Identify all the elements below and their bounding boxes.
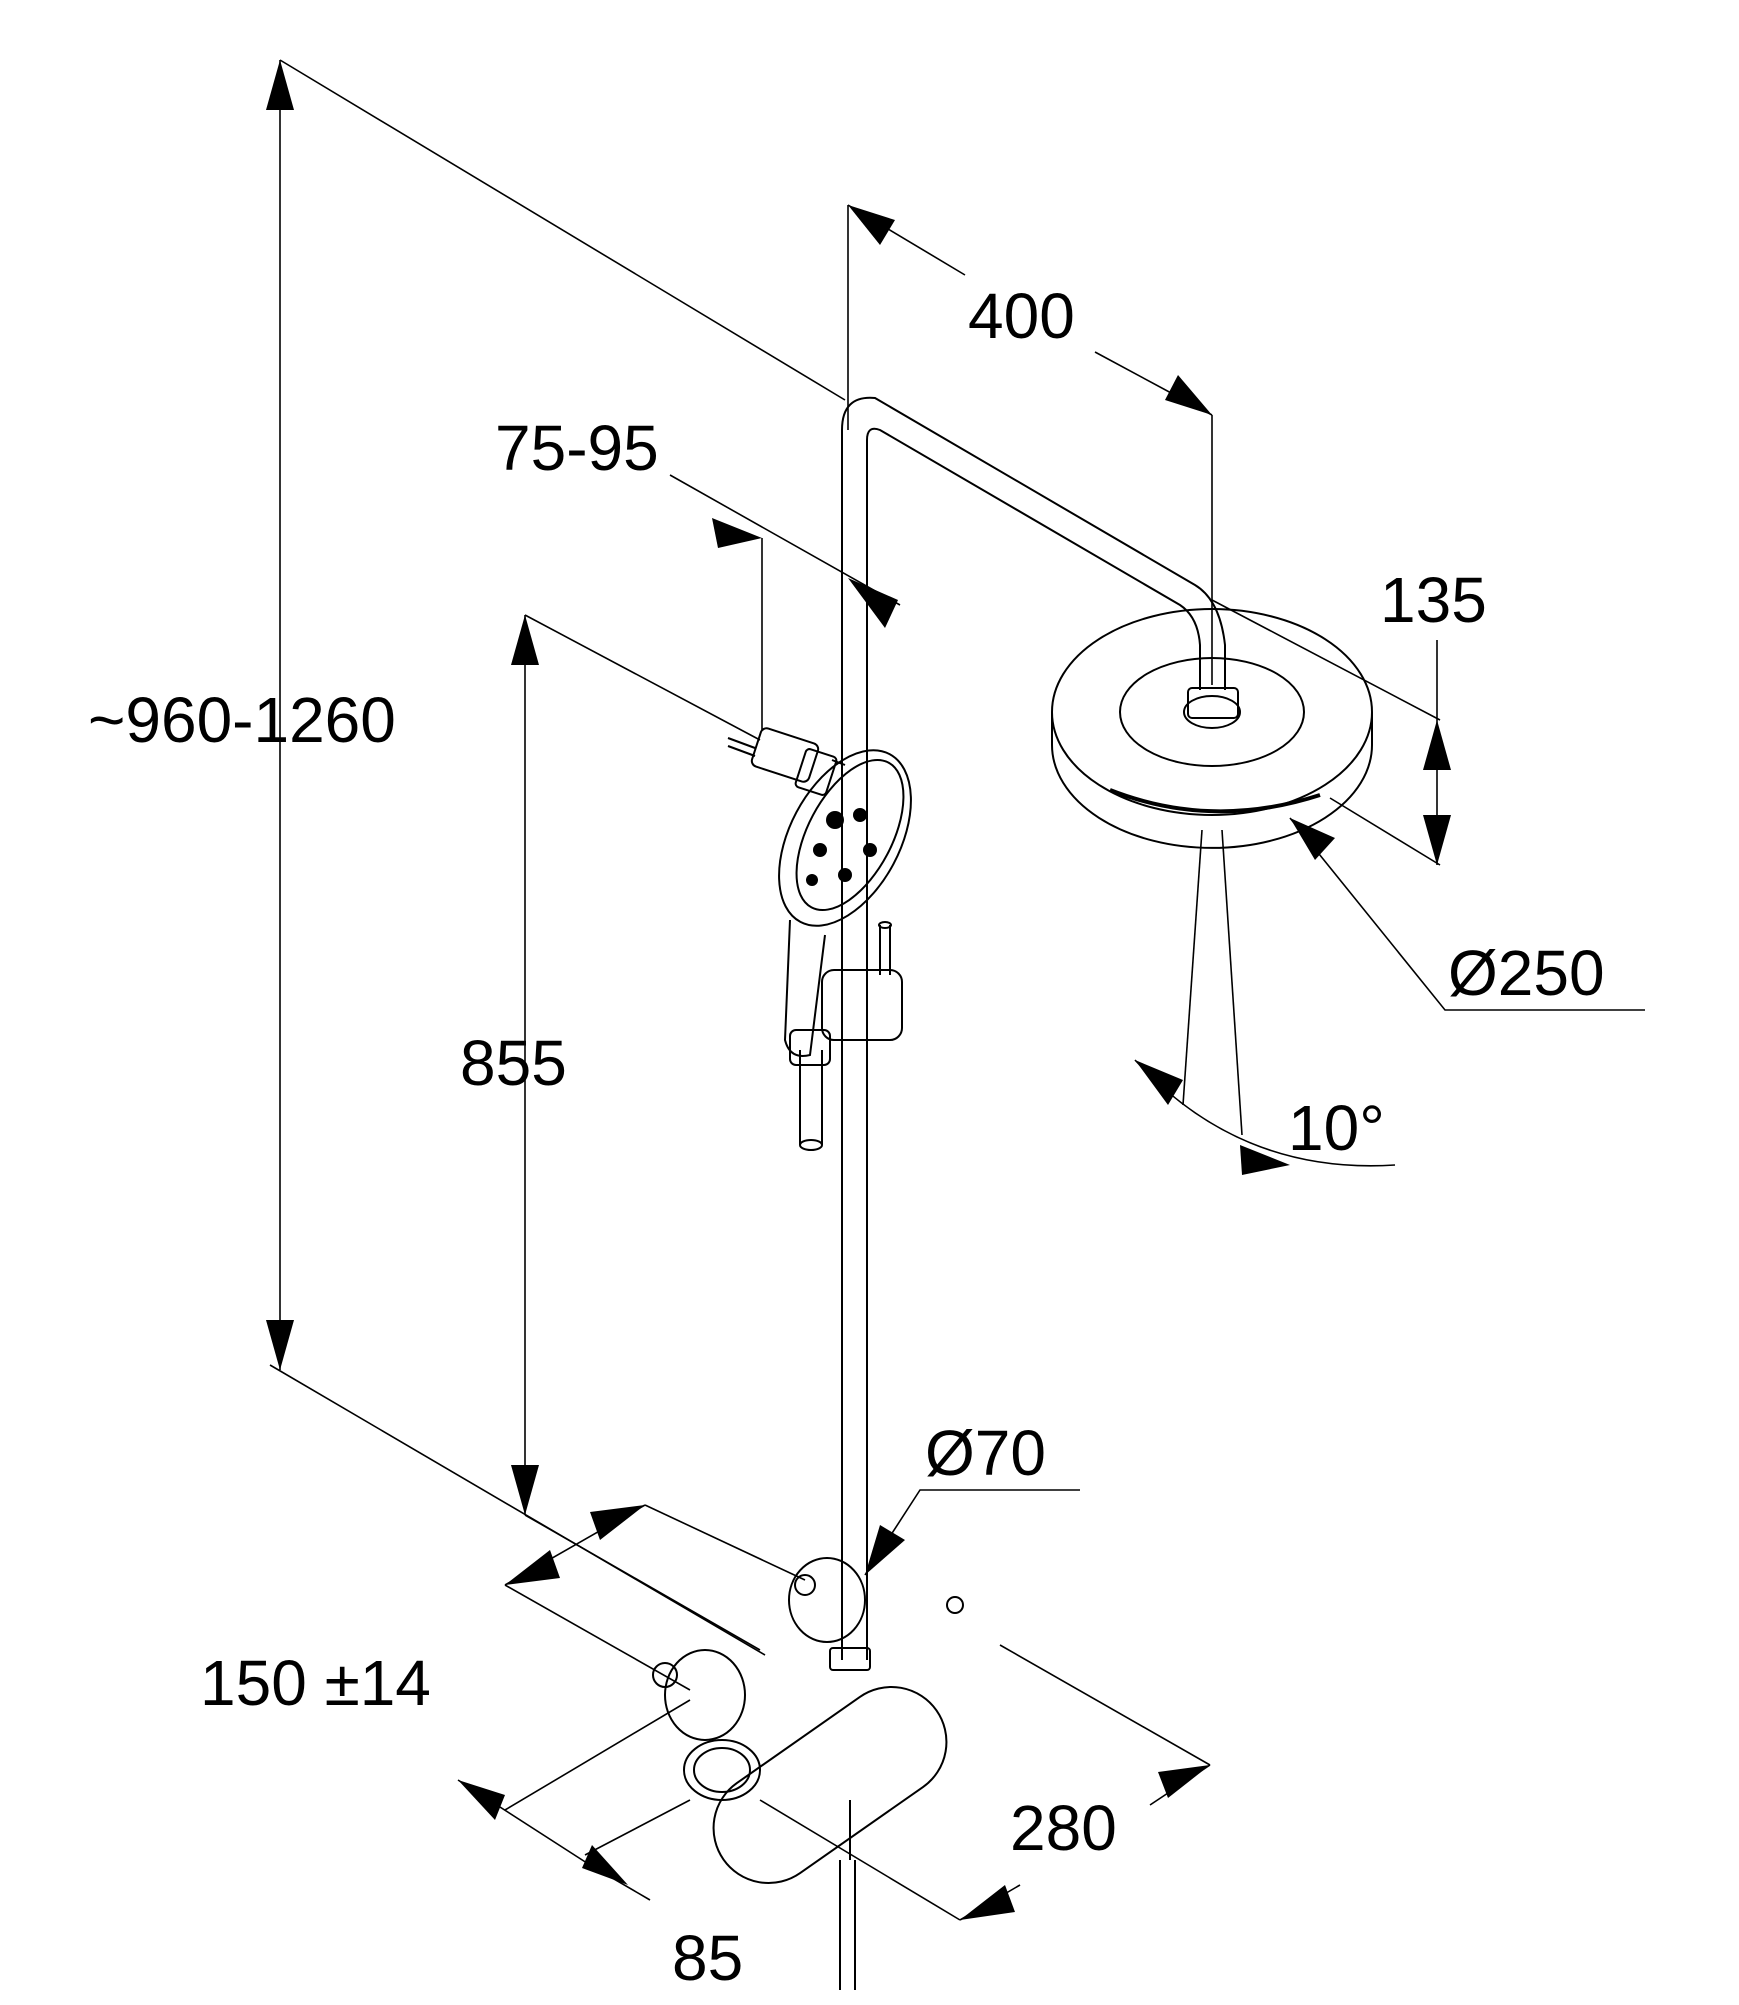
label-bracket-offset: 75-95 (495, 412, 659, 484)
label-slide-height: 855 (460, 1027, 567, 1099)
label-arm-length: 400 (968, 280, 1075, 352)
dim-rail-diameter (864, 1489, 1080, 1576)
dim-wall-depth (457, 1699, 691, 1901)
label-total-height: ~960-1260 (88, 684, 396, 756)
dim-slide-height (511, 614, 761, 1651)
dim-rain-head-diameter (1289, 817, 1645, 1011)
wall-bracket (727, 727, 846, 796)
dim-rain-head-height (1211, 599, 1451, 866)
label-wall-depth: 85 (672, 1922, 743, 1994)
dim-tilt-angle (1134, 829, 1396, 1175)
dim-inlet-spacing (504, 1504, 806, 1691)
label-inlet-spacing: 150 ±14 (200, 1647, 431, 1719)
label-rain-head-height: 135 (1380, 564, 1487, 636)
dim-thermostat-width (759, 1644, 1211, 1921)
label-rail-diameter: Ø70 (925, 1417, 1046, 1489)
label-rain-head-diameter: Ø250 (1448, 937, 1605, 1009)
label-tilt-angle: 10° (1288, 1092, 1385, 1164)
hand-shower (778, 749, 912, 1151)
label-thermostat-width: 280 (1010, 1792, 1117, 1864)
slider (789, 921, 903, 1066)
dim-arm-length (847, 204, 1213, 685)
thermostat-mixer (652, 1557, 964, 1990)
dim-bracket-offset (669, 474, 901, 730)
dim-total-height (266, 59, 846, 1656)
